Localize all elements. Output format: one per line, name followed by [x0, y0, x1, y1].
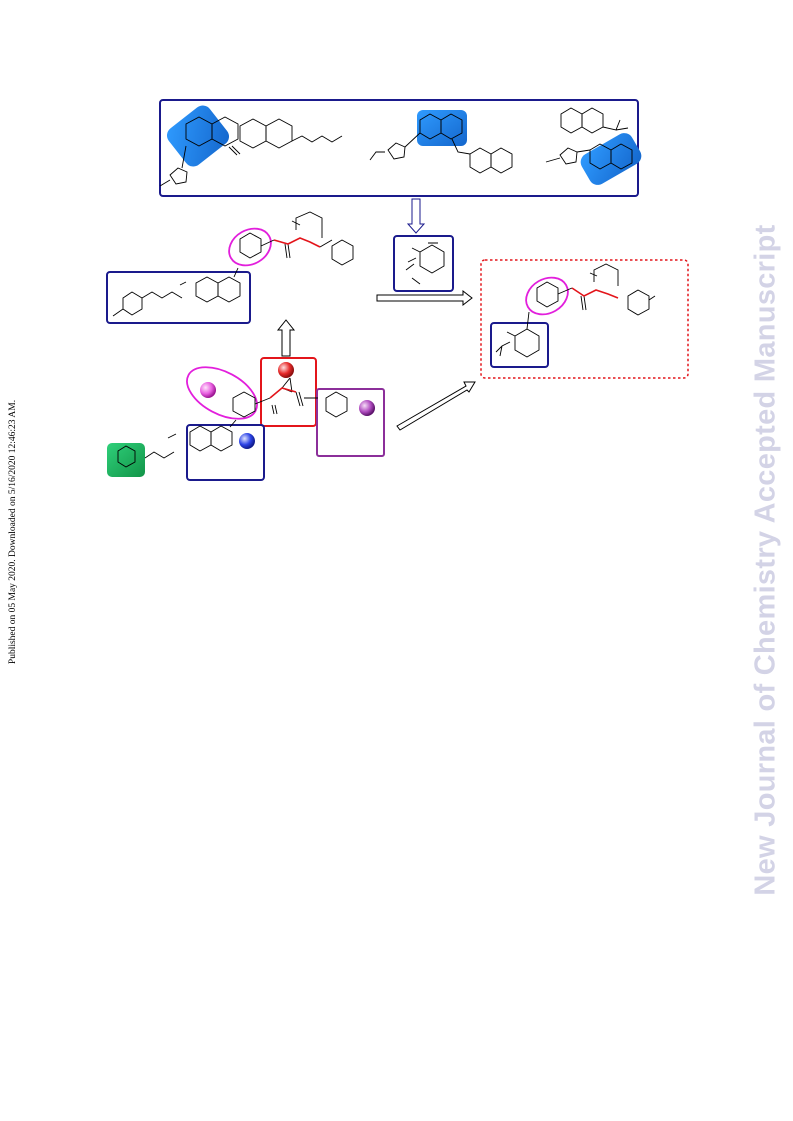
purple-aryl-box [316, 388, 385, 457]
reference-panel-frame [159, 99, 639, 197]
hybrid-pyrimidine-box [490, 322, 549, 368]
blue-highlight-ring-middle [417, 110, 467, 146]
quinoline-tail-box [106, 271, 251, 324]
blue-quinoline-box [186, 424, 265, 481]
red-sphere-icon [278, 362, 294, 378]
red-hybrid-linker [571, 287, 619, 299]
hollow-arrow-icon [396, 381, 476, 431]
pink-sphere-icon [200, 382, 216, 398]
hollow-arrow-icon [406, 198, 426, 234]
pyrimidine-fragment-box [393, 235, 454, 292]
red-linker-bond [273, 237, 321, 248]
reference-structure-2 [369, 113, 513, 174]
pyrimidine-fragment [405, 242, 445, 285]
hollow-arrow-icon [376, 289, 473, 307]
reference-structure-1 [159, 116, 343, 187]
designed-hybrid-panel [480, 259, 689, 379]
magenta-phenyl-highlight [228, 227, 272, 267]
green-morpholine-box [107, 443, 145, 477]
reference-structure-3 [545, 107, 633, 170]
blue-highlight-ring-left [166, 105, 230, 167]
lead-compound-structure [106, 211, 354, 324]
purple-sphere-icon [359, 400, 375, 416]
parent-compound-structure [107, 357, 385, 481]
magenta-aryl-highlight [186, 366, 258, 420]
red-amide-bond [269, 387, 297, 399]
magenta-hybrid-phenyl-highlight [525, 276, 569, 316]
hybrid-dotted-frame [480, 259, 689, 379]
blue-sphere-icon [239, 433, 255, 449]
reference-compounds-panel [159, 99, 642, 197]
hollow-arrow-icon [276, 319, 296, 357]
